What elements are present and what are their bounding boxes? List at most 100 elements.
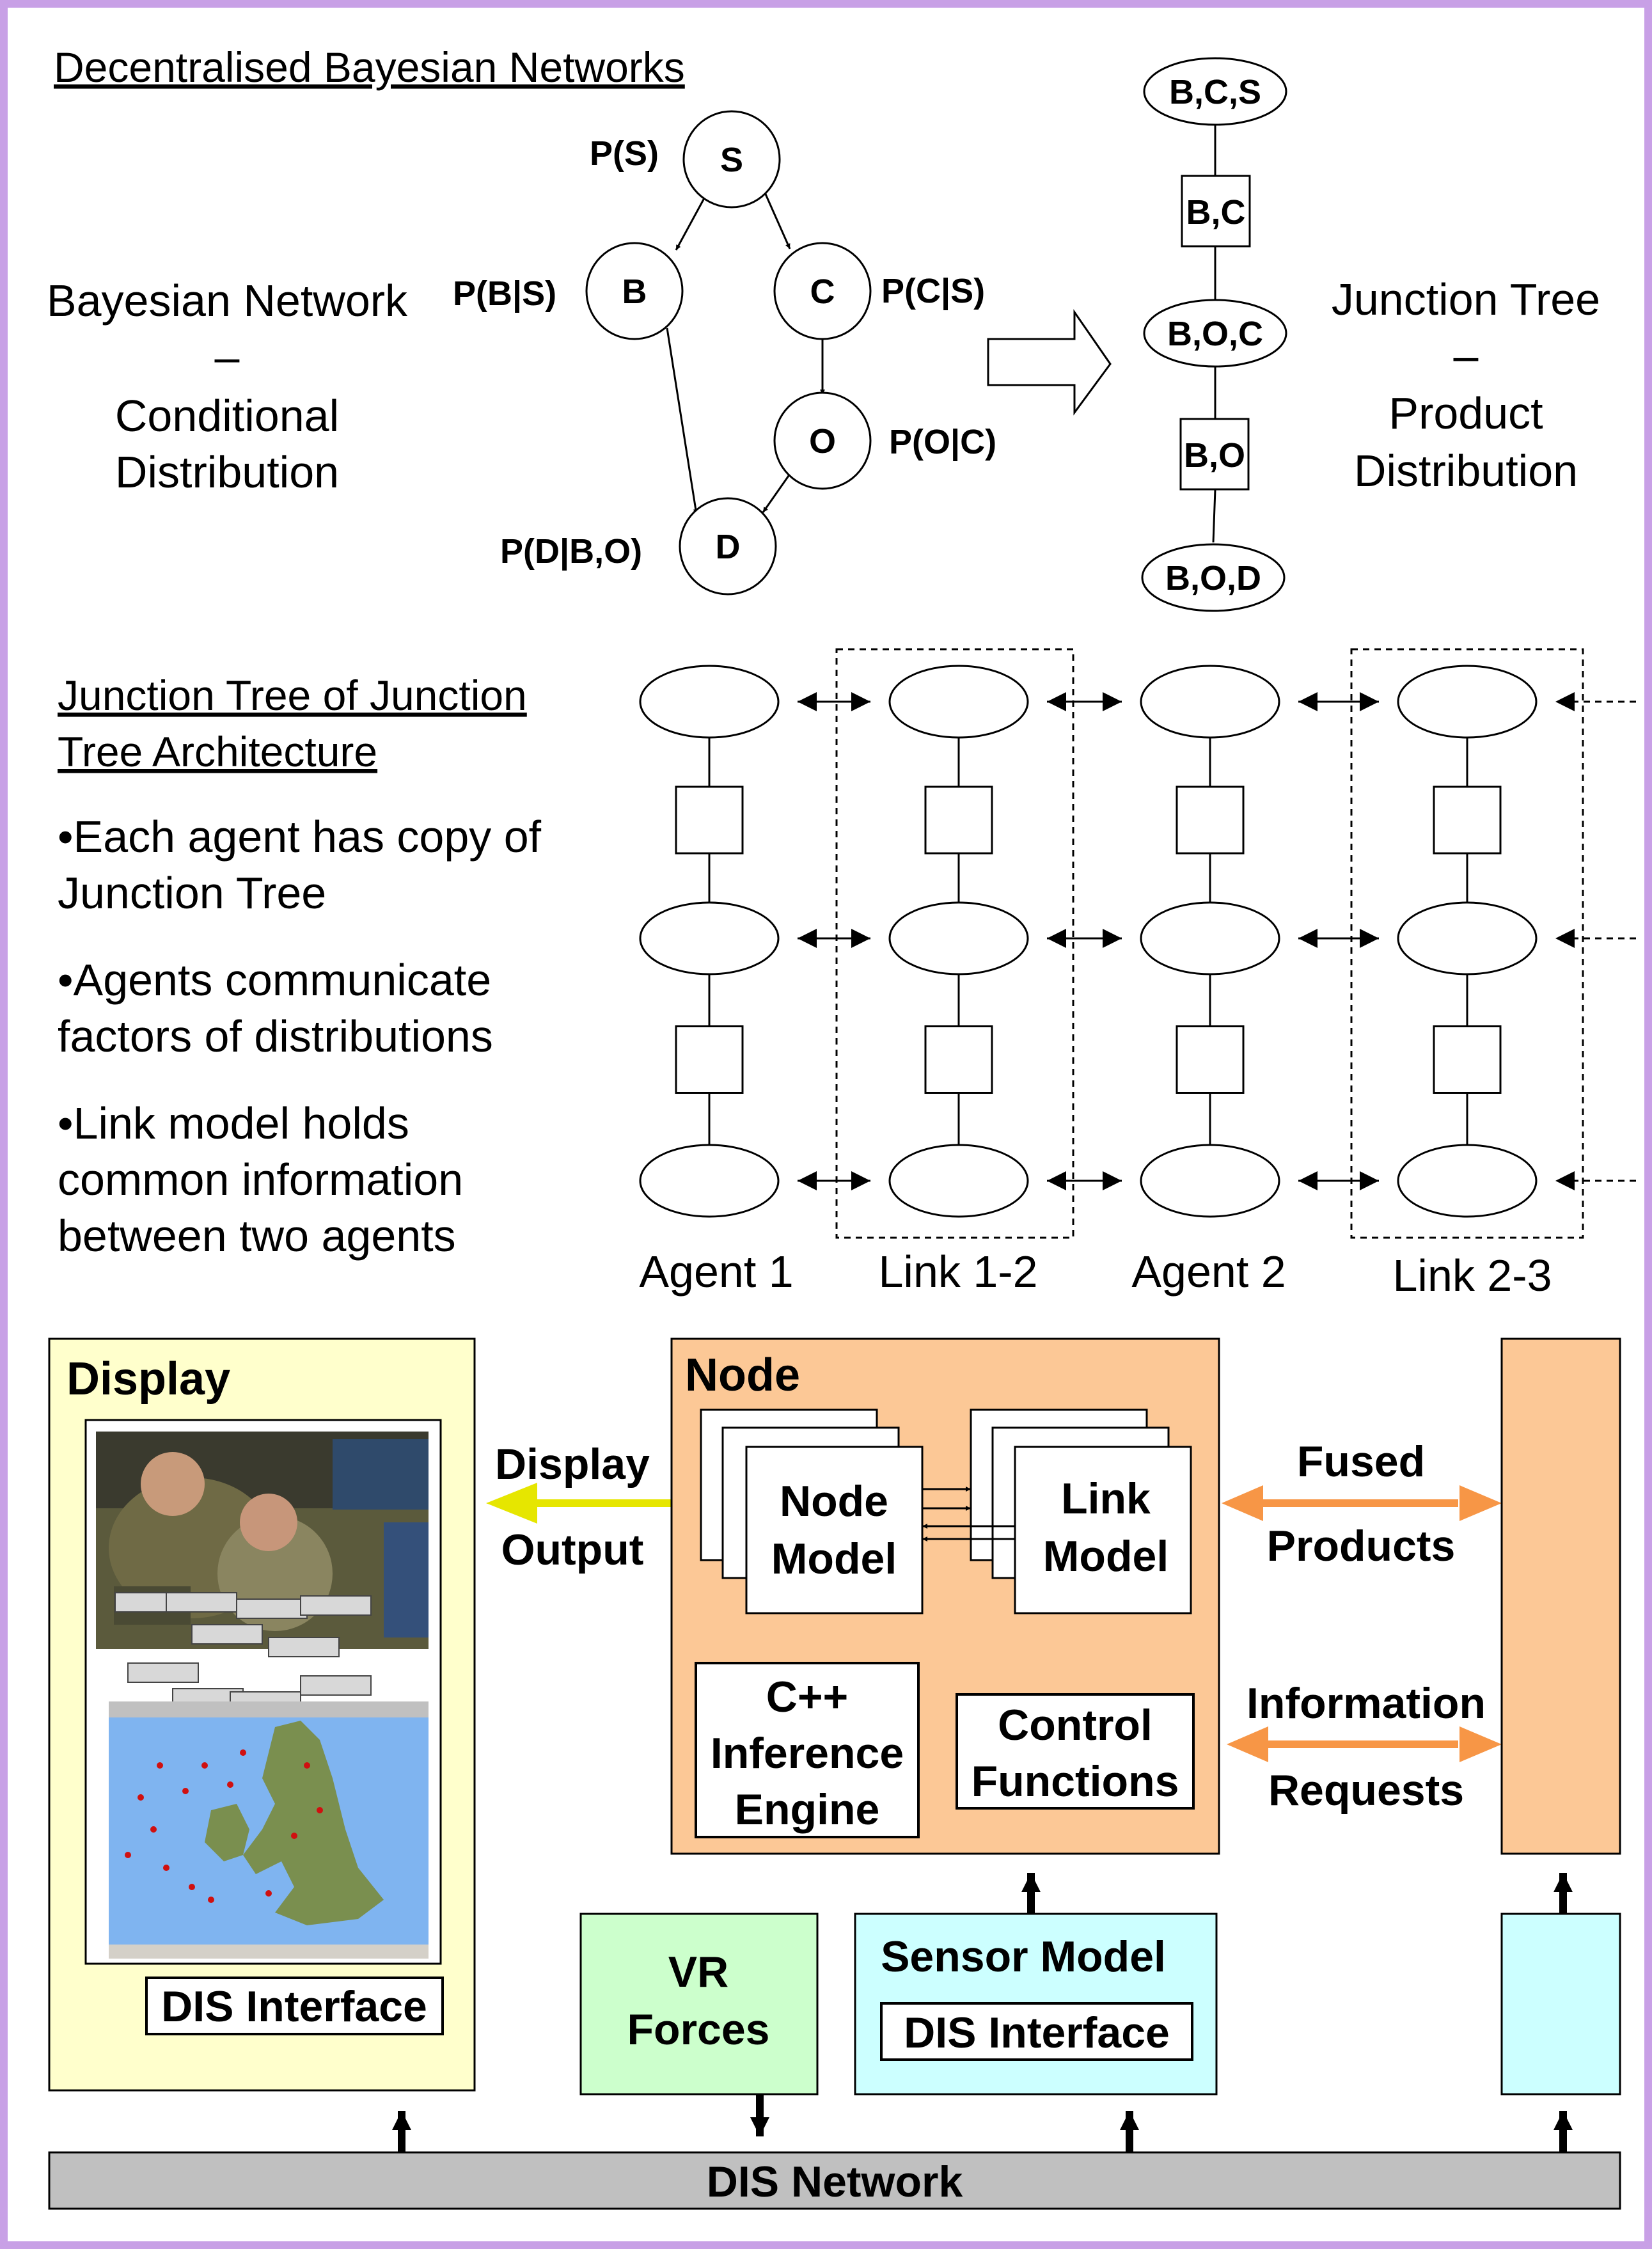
dis-network-bar [48, 2151, 1621, 2210]
grid-clique [1397, 665, 1538, 739]
fused-label: Products [1267, 1522, 1456, 1570]
prob-label: P(B|S) [453, 274, 556, 313]
jt-clique [1143, 299, 1287, 368]
bn-label-line: Distribution [115, 447, 339, 497]
jt-node-label: B,C,S [1169, 73, 1261, 111]
display-screenshot-image [84, 1419, 442, 1965]
column-label: Agent 1 [639, 1247, 793, 1297]
fused-label: Fused [1297, 1437, 1425, 1486]
inference-label: Inference [711, 1729, 904, 1778]
grid-clique [888, 901, 1029, 975]
network-arrows [392, 1873, 1573, 2152]
grid-clique [1397, 1144, 1538, 1218]
info-label: Information [1247, 1679, 1486, 1728]
prob-label: P(S) [590, 134, 659, 173]
bn-nodes [585, 110, 872, 596]
bn-node-o [773, 391, 872, 490]
link-2-3-box [1350, 648, 1584, 1239]
jt-node-label: B,O [1184, 436, 1245, 475]
edge-s-c [763, 191, 791, 249]
jt-label-line: – [1454, 331, 1479, 381]
grid-separator [1433, 785, 1502, 855]
fused-products-arrow [1222, 1485, 1502, 1521]
bullet-line: Junction Tree [58, 868, 326, 918]
display-output-label: Display [495, 1440, 650, 1488]
grid-clique [1140, 665, 1280, 739]
bn-node-d [679, 497, 777, 596]
sensor-model-title: Sensor Model [881, 1932, 1166, 1981]
jt-node-label: B,O,D [1165, 559, 1261, 597]
prob-label: P(O|C) [889, 423, 996, 462]
bn-node-labels: S B C O D [622, 141, 837, 566]
grid-clique [1140, 901, 1280, 975]
jt-nodes [1141, 57, 1287, 612]
control-label: Functions [972, 1757, 1179, 1806]
grid-clique [639, 665, 780, 739]
junction-tree-label: Junction Tree – Product Distribution [1332, 274, 1600, 496]
grid-clique [888, 665, 1029, 739]
grid-clique [1140, 1144, 1280, 1218]
bn-node-c [773, 242, 872, 340]
section-title-bayes: Decentralised Bayesian Networks [54, 43, 685, 91]
bn-node-label: O [809, 422, 836, 461]
jt-node-labels: B,C,S B,C B,O,C B,O B,O,D [1165, 73, 1263, 597]
control-functions-box [956, 1693, 1195, 1810]
bn-label-line: Bayesian Network [47, 276, 408, 326]
bn-node-label: S [720, 141, 743, 179]
jt-label-line: Product [1388, 388, 1543, 438]
node-title: Node [685, 1350, 800, 1401]
grid-clique [1397, 901, 1538, 975]
link-model-stack [970, 1409, 1192, 1614]
grid-clique [888, 1144, 1029, 1218]
bullet-line: between two agents [58, 1211, 456, 1261]
grid-separator [1433, 1025, 1502, 1094]
information-requests-arrow [1227, 1726, 1502, 1762]
grid-separator [1176, 785, 1245, 855]
agent-grid [639, 665, 1636, 1218]
vr-forces-panel [579, 1913, 819, 2095]
sensor-dis-interface [880, 2002, 1193, 2061]
remote-node-panel [1500, 1338, 1621, 1855]
bullet-line: common information [58, 1155, 463, 1204]
grid-separator [924, 1025, 993, 1094]
column-label: Link 2-3 [1392, 1251, 1552, 1300]
jt-node-label: B,O,C [1167, 315, 1263, 353]
bn-node-b [585, 242, 684, 340]
sensor-dis-label: DIS Interface [904, 2008, 1170, 2057]
link-model-label: Link [1061, 1474, 1151, 1523]
bayesian-network-label: Bayesian Network – Conditional Distribut… [47, 276, 408, 497]
bn-label-line: – [215, 332, 240, 382]
bullet-line: •Agents communicate [58, 955, 491, 1005]
bn-node-label: B [622, 272, 647, 311]
dis-network-label: DIS Network [707, 2158, 963, 2206]
column-label: Agent 2 [1131, 1247, 1286, 1297]
bn-label-line: Conditional [115, 391, 339, 441]
display-dis-label: DIS Interface [161, 1982, 427, 2031]
jt-clique [1143, 57, 1287, 126]
bn-node-label: D [716, 528, 741, 566]
grid-separator [675, 785, 744, 855]
transform-arrow [987, 309, 1112, 416]
inference-label: C++ [766, 1673, 849, 1721]
jt-label-line: Junction Tree [1332, 274, 1600, 324]
column-label: Link 1-2 [878, 1247, 1037, 1297]
jt-separator [1179, 418, 1250, 491]
remote-sensor-panel [1500, 1913, 1621, 2095]
edge-b-d [666, 327, 698, 515]
grid-separator [675, 1025, 744, 1094]
column-labels: Agent 1 Link 1-2 Agent 2 Link 2-3 [639, 1247, 1552, 1300]
bullet-line: factors of distributions [58, 1011, 493, 1061]
inference-label: Engine [735, 1785, 880, 1834]
info-label: Requests [1268, 1766, 1464, 1815]
bn-probabilities: P(S) P(B|S) P(C|S) P(O|C) P(D|B,O) [453, 134, 996, 571]
prob-label: P(C|S) [881, 272, 985, 311]
grid-clique [639, 1144, 780, 1218]
display-output-label: Output [501, 1526, 644, 1574]
node-model-label: Node [780, 1477, 888, 1526]
edge-s-b [675, 191, 709, 251]
node-link-arrows [922, 1487, 1015, 1542]
inference-engine-box [695, 1662, 920, 1838]
link-model-label: Model [1043, 1532, 1168, 1581]
grid-separator [924, 785, 993, 855]
